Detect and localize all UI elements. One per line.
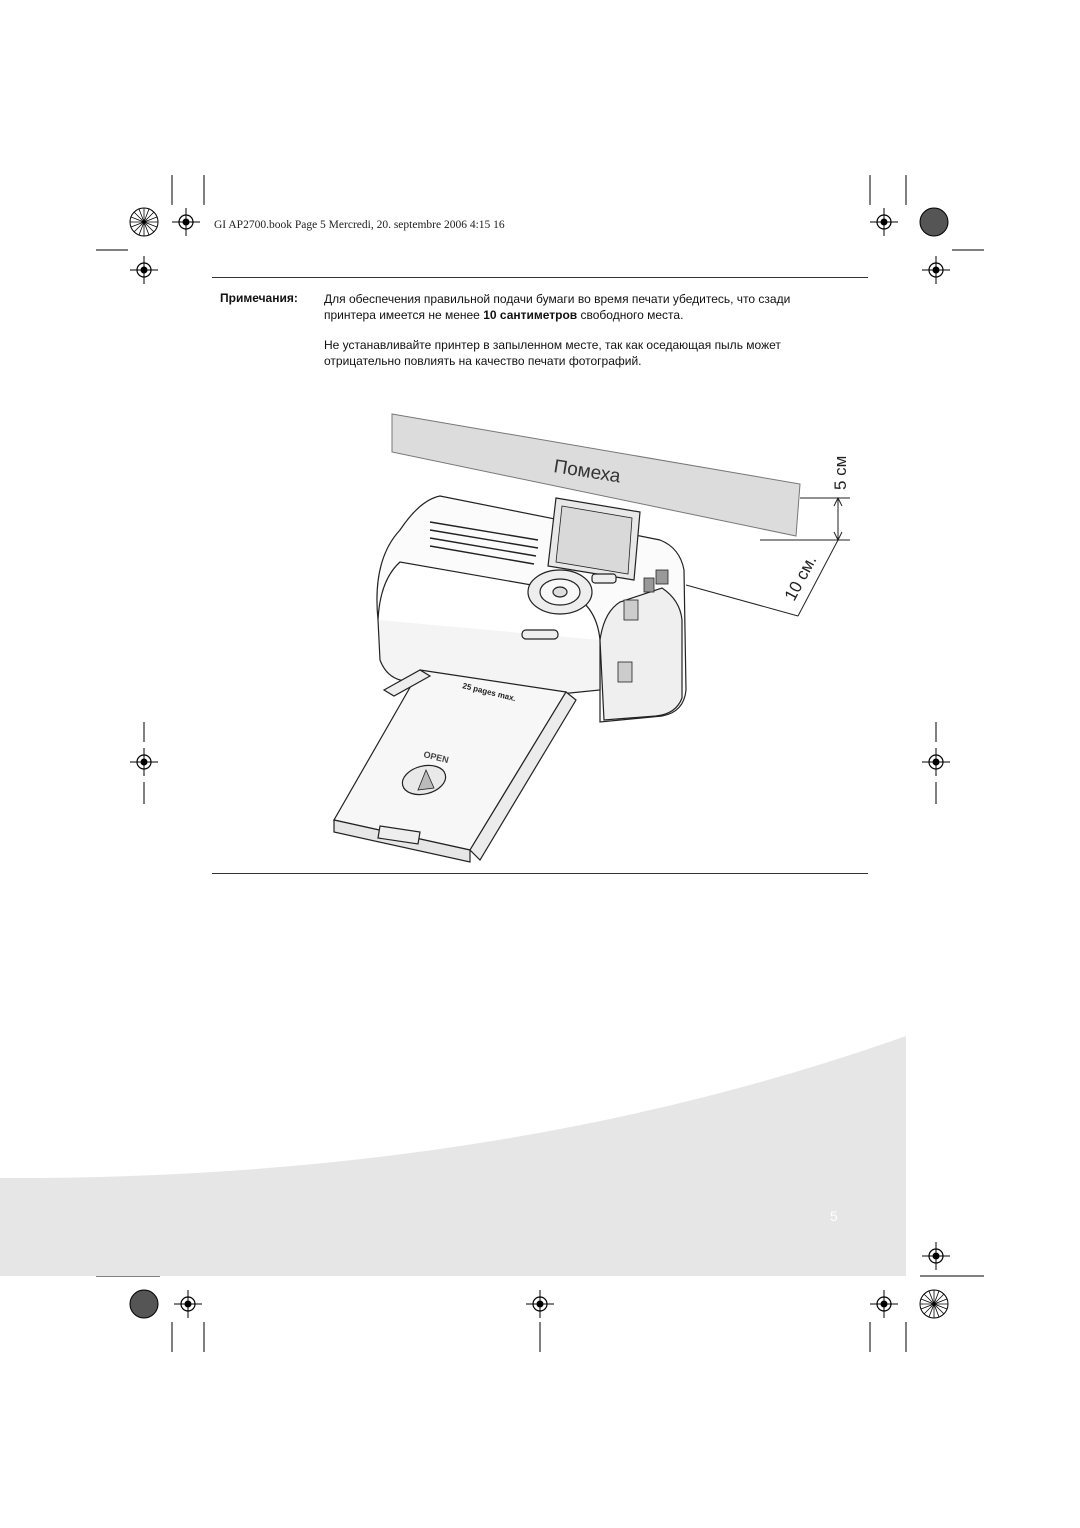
bottom-rule — [212, 873, 868, 874]
print-info-line: GI AP2700.book Page 5 Mercredi, 20. sept… — [214, 219, 505, 231]
notes-label: Примечания: — [220, 291, 298, 305]
dimension-5cm-label: 5 см — [831, 456, 850, 490]
note-paragraph-1: Для обеспечения правильной подачи бумаги… — [324, 291, 869, 323]
note-1-line-2: принтера имеется не менее 10 сантиметров… — [324, 308, 684, 322]
obstacle-panel — [391, 413, 801, 537]
note-2-line-1: Не устанавливайте принтер в запыленном м… — [324, 338, 781, 352]
note-1-bold: 10 сантиметров — [483, 308, 578, 322]
paper-tray — [333, 669, 577, 863]
note-1-line-1: Для обеспечения правильной подачи бумаги… — [324, 292, 791, 306]
page-number: 5 — [830, 1208, 838, 1224]
top-rule — [212, 277, 868, 278]
note-paragraph-2: Не устанавливайте принтер в запыленном м… — [324, 337, 869, 369]
note-2-line-2: отрицательно повлиять на качество печати… — [324, 354, 642, 368]
